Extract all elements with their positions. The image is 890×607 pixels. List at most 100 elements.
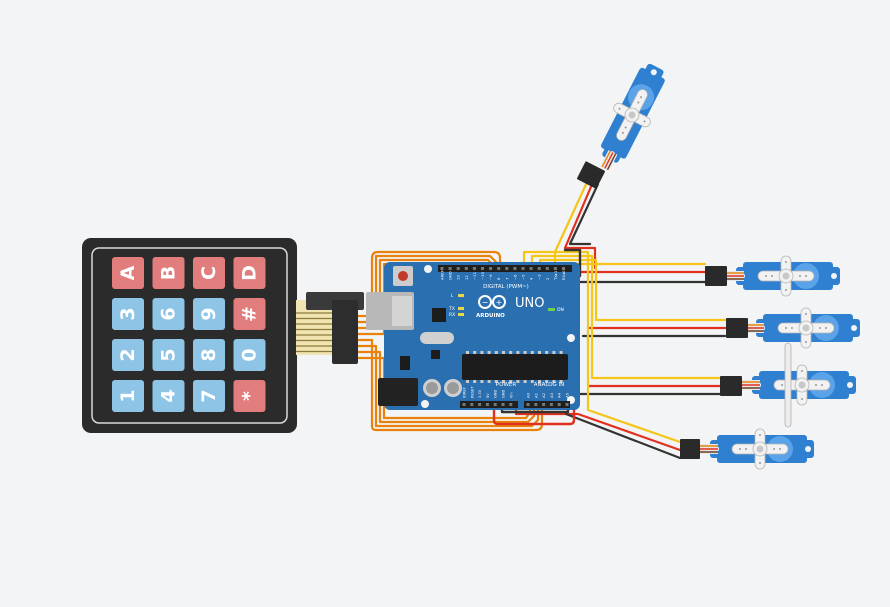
digital-header[interactable] <box>438 265 572 272</box>
logo-plus: + <box>496 298 503 307</box>
keypad-connector <box>296 292 364 364</box>
analog-header[interactable] <box>524 401 570 408</box>
board-brand: ARDUINO <box>476 313 505 319</box>
digital-pin-label: TX▸1 <box>553 270 558 281</box>
keypad-key-label: 3 <box>117 307 139 320</box>
keypad-key-label: C <box>198 266 220 280</box>
analog-pin-label: A2 <box>541 392 546 398</box>
led-rx-label: RX <box>449 312 455 318</box>
power-header[interactable] <box>460 401 518 408</box>
digital-pin-label: GND <box>448 271 453 280</box>
keypad[interactable]: 1 4 7 * 2 5 8 0 3 6 9 # A B C D <box>82 238 364 433</box>
digital-label: DIGITAL (PWM~) <box>483 284 529 290</box>
servo-2[interactable] <box>745 307 861 349</box>
keypad-key[interactable]: 1 <box>112 380 144 412</box>
keypad-key-label: 6 <box>158 307 180 320</box>
led-tx <box>458 307 464 310</box>
digital-pin-label: 13 <box>456 275 461 280</box>
led-l-label: L <box>451 293 454 299</box>
keypad-key-label: 2 <box>117 348 139 361</box>
keypad-key[interactable]: D <box>233 257 266 289</box>
analog-pin-label: A3 <box>549 392 554 398</box>
digital-pin-label: 4 <box>529 277 534 280</box>
keypad-key[interactable]: 3 <box>112 298 144 330</box>
power-pin-label: GND <box>502 390 506 398</box>
servo-3-horn-icon <box>784 342 792 428</box>
analog-pin-label: A1 <box>533 392 538 398</box>
digital-pin-label: 8 <box>496 277 501 280</box>
digital-pin-label: ~11 <box>472 271 477 280</box>
keypad-keys: 1 4 7 * 2 5 8 0 3 6 9 # A B C D <box>112 257 266 412</box>
analog-pin-label: A4 <box>557 392 562 398</box>
servo-3[interactable] <box>741 364 857 406</box>
keypad-frame <box>91 247 288 424</box>
keypad-key-label: D <box>239 265 261 281</box>
digital-pin-label: AREF <box>440 270 445 280</box>
servo-4-ground-wire[interactable] <box>564 412 682 460</box>
keypad-key-label: * <box>239 391 261 401</box>
logo-minus: − <box>482 298 489 307</box>
keypad-key[interactable]: A <box>112 257 144 289</box>
analog-pin-label: A0 <box>526 392 531 398</box>
keypad-key-label: 0 <box>239 348 261 361</box>
servo-3-signal-wire[interactable] <box>530 254 722 380</box>
crystal-oscillator <box>420 332 454 344</box>
servo-4[interactable] <box>699 428 815 470</box>
keypad-key[interactable]: 4 <box>152 380 185 412</box>
digital-pin-label: ~9 <box>488 274 493 280</box>
keypad-key-label: B <box>158 266 180 280</box>
led-tx-label: TX <box>448 306 455 312</box>
arduino-logo-icon <box>478 295 506 309</box>
digital-pin-label: ~5 <box>521 274 526 280</box>
keypad-key[interactable]: 7 <box>193 380 225 412</box>
keypad-key-label: 8 <box>198 348 220 361</box>
atmega-chip <box>462 354 568 380</box>
led-on <box>548 308 555 311</box>
servo-top[interactable] <box>586 57 676 179</box>
digital-pin-label: 7 <box>504 277 509 280</box>
power-bus-5v[interactable] <box>492 278 576 426</box>
servo-4-signal-wire[interactable] <box>522 250 682 444</box>
keypad-key-label: 1 <box>117 389 139 402</box>
digital-pin-label: RX◂0 <box>561 270 566 280</box>
analog-label: ANALOG IN <box>534 382 565 388</box>
keypad-key[interactable]: # <box>233 298 266 330</box>
digital-pin-label: ~10 <box>480 271 485 280</box>
analog-pin-label: A5 <box>565 392 570 398</box>
keypad-key[interactable]: * <box>233 380 266 412</box>
keypad-key-label: 9 <box>198 307 220 320</box>
keypad-key[interactable]: 9 <box>193 298 225 330</box>
keypad-key[interactable]: 0 <box>233 339 266 371</box>
keypad-key-label: 4 <box>158 389 180 402</box>
power-jack <box>378 378 418 406</box>
servo-connectors <box>577 161 748 459</box>
servo-1[interactable] <box>725 255 841 297</box>
power-pin-label: GND <box>494 390 498 398</box>
keypad-key[interactable]: 5 <box>152 339 185 371</box>
power-pin-label: Vin <box>509 392 513 398</box>
keypad-key[interactable]: 6 <box>152 298 185 330</box>
keypad-key[interactable]: C <box>193 257 225 289</box>
power-label: POWER <box>496 382 517 388</box>
digital-pin-label: ~6 <box>512 274 517 280</box>
servo-top-wires[interactable] <box>553 178 600 270</box>
led-l <box>458 294 464 297</box>
digital-pin-label: ~3 <box>537 274 542 280</box>
power-pin-label: 3.3V <box>478 389 482 398</box>
keypad-key[interactable]: 2 <box>112 339 144 371</box>
keypad-key-label: 5 <box>158 348 180 361</box>
keypad-key-label: 7 <box>198 389 220 402</box>
keypad-key[interactable]: 8 <box>193 339 225 371</box>
digital-pin-label: 12 <box>464 275 469 280</box>
led-on-label: ON <box>557 307 564 313</box>
keypad-key[interactable]: B <box>152 257 185 289</box>
led-rx <box>458 313 464 316</box>
power-pin-label: RESET <box>470 386 474 398</box>
keypad-key-label: # <box>239 306 261 322</box>
digital-pin-label: 2 <box>545 277 550 280</box>
power-pin-label: 5V <box>486 393 490 398</box>
keypad-key-label: A <box>117 265 139 280</box>
power-pin-label: IOREF <box>463 387 467 398</box>
